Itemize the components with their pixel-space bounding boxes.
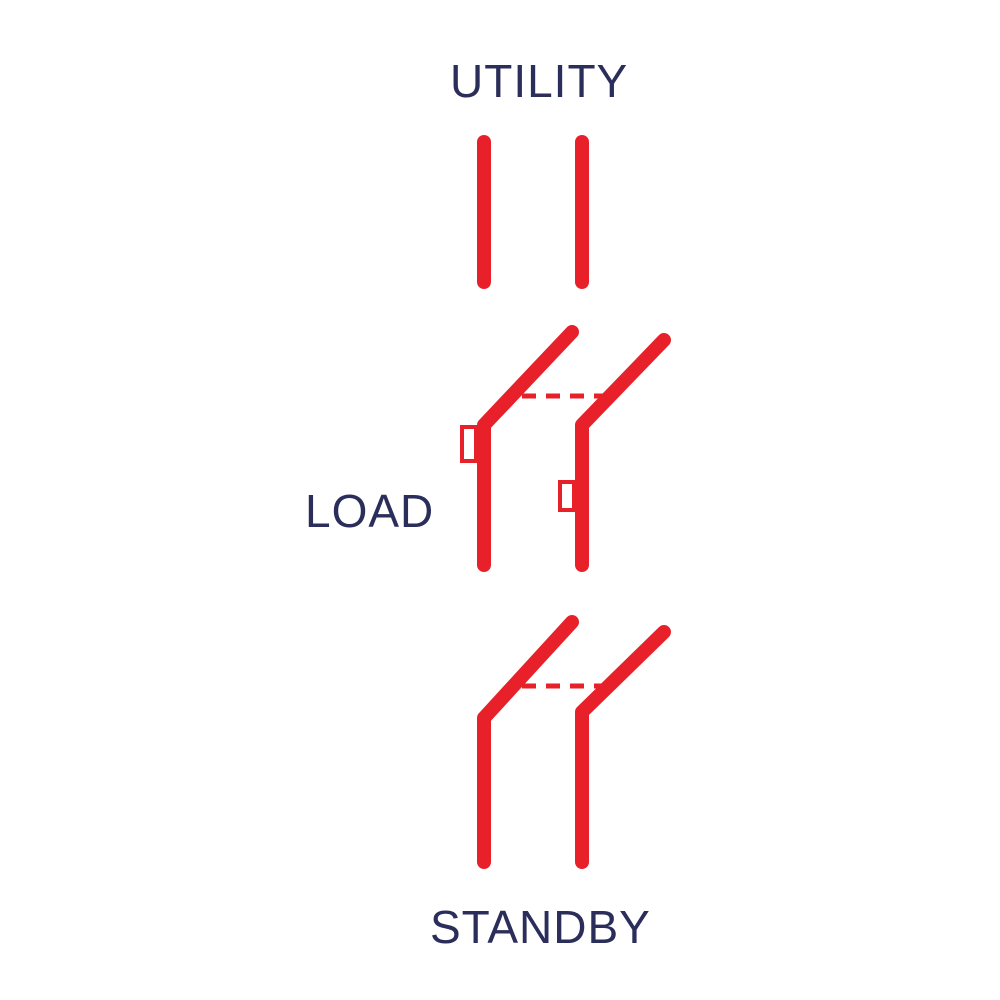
load-blade-left [477, 325, 579, 572]
utility-label: UTILITY [450, 55, 629, 107]
load-label: LOAD [305, 485, 435, 537]
standby-label: STANDBY [430, 901, 651, 953]
standby-blade-right [575, 625, 671, 869]
load-blade-right [575, 333, 671, 572]
load-contact-stop-left [460, 425, 478, 463]
load-contact-stop-right [558, 480, 576, 512]
standby-blade-left [477, 615, 579, 869]
